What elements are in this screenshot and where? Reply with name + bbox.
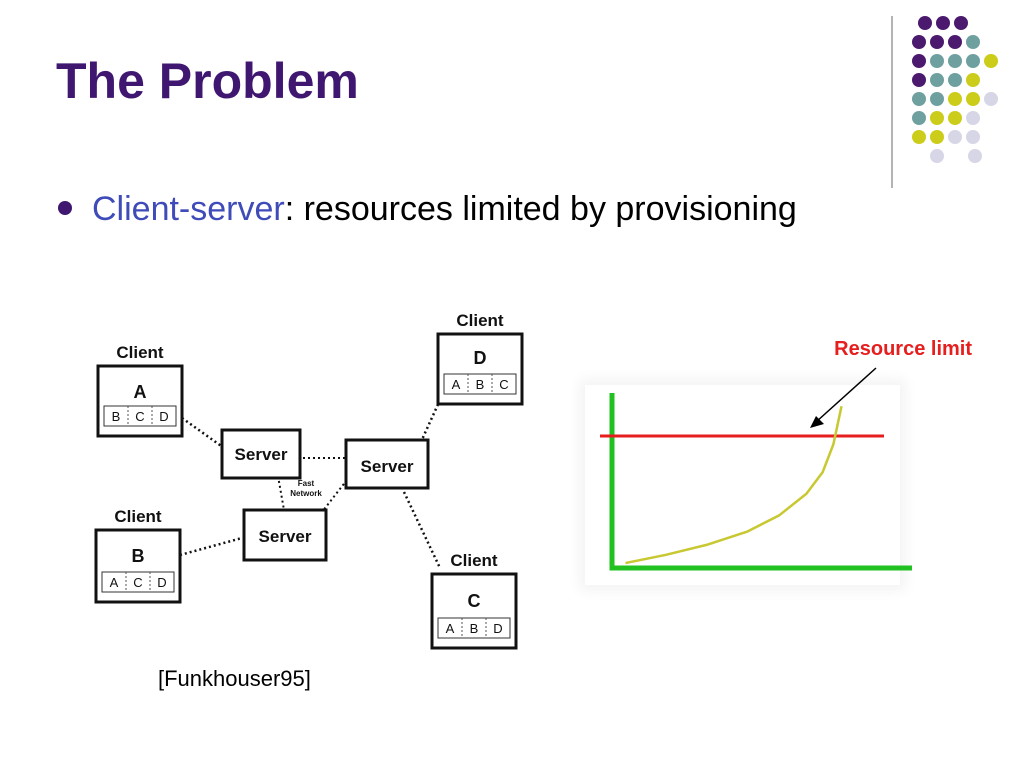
client-d-letter: D	[474, 348, 487, 368]
server-1: Server	[220, 428, 302, 480]
client-d-cell: B	[476, 377, 485, 392]
decorative-dot	[966, 35, 980, 49]
decorative-dot	[966, 92, 980, 106]
decorative-dot	[930, 35, 944, 49]
decorative-dot	[930, 130, 944, 144]
client-c-letter: C	[468, 591, 481, 611]
decorative-dot	[918, 16, 932, 30]
client-a-cell: C	[135, 409, 144, 424]
server-2-label: Server	[361, 457, 414, 476]
decorative-dot	[930, 54, 944, 68]
client-d: Client D A B C	[436, 311, 524, 406]
decorative-dot	[954, 16, 968, 30]
decorative-dot	[912, 92, 926, 106]
client-a: Client A B C D	[96, 343, 184, 438]
annotation-arrow-shaft	[815, 367, 877, 423]
decorative-dot	[948, 111, 962, 125]
decorative-dot	[984, 92, 998, 106]
decorative-dot	[948, 35, 962, 49]
decorative-dot-grid	[900, 8, 1020, 178]
decorative-dot	[912, 73, 926, 87]
decorative-dot	[966, 73, 980, 87]
bullet-term: Client-server	[92, 190, 285, 228]
resource-limit-chart: Resource limit	[600, 338, 972, 571]
client-d-cell: C	[499, 377, 508, 392]
decorative-dot	[948, 92, 962, 106]
decorative-dot	[912, 35, 926, 49]
decorative-dot	[912, 130, 926, 144]
network-label-line1: Fast	[298, 479, 315, 488]
chart-axes	[609, 393, 912, 571]
decorative-dot	[930, 73, 944, 87]
citation-caption: [Funkhouser95]	[158, 666, 311, 691]
client-c: Client C A B D	[430, 551, 518, 650]
client-a-cell: B	[112, 409, 121, 424]
annotation-arrowhead	[810, 416, 824, 428]
decorative-dot	[966, 54, 980, 68]
decorative-dot	[948, 54, 962, 68]
client-c-heading: Client	[450, 551, 498, 570]
decorative-dot	[948, 73, 962, 87]
client-d-cell: A	[452, 377, 461, 392]
link-server-server-left	[277, 475, 285, 511]
decorative-dot	[912, 54, 926, 68]
decorative-dot	[930, 111, 944, 125]
link-client-a-server	[181, 416, 225, 450]
decorative-dot	[966, 130, 980, 144]
client-b-cell: D	[157, 575, 166, 590]
client-c-cell: D	[493, 621, 502, 636]
link-client-c-server	[402, 491, 442, 569]
client-a-cell: D	[159, 409, 168, 424]
client-a-letter: A	[134, 382, 147, 402]
server-1-label: Server	[235, 445, 288, 464]
client-d-heading: Client	[456, 311, 504, 330]
client-server-network-diagram: Client A B C D Client B A C D Client C	[94, 311, 524, 650]
client-b-letter: B	[132, 546, 145, 566]
bullet-icon	[58, 201, 72, 216]
decorative-dot	[936, 16, 950, 30]
decorative-dot	[968, 149, 982, 163]
decorative-dot	[984, 54, 998, 68]
resource-limit-label: Resource limit	[834, 338, 972, 360]
client-b-cell: C	[133, 575, 142, 590]
client-c-cell: B	[470, 621, 479, 636]
server-3-label: Server	[259, 527, 312, 546]
decorative-dot	[930, 149, 944, 163]
client-a-heading: Client	[116, 343, 164, 362]
client-b-cell: A	[110, 575, 119, 590]
slide-title: The Problem	[56, 53, 359, 109]
decorative-dot	[912, 111, 926, 125]
link-client-b-server	[179, 536, 243, 557]
server-2: Server	[344, 438, 430, 490]
decorative-dot	[966, 111, 980, 125]
server-3: Server	[242, 508, 328, 562]
network-label-line2: Network	[290, 489, 322, 498]
bullet-item: Client-server: resources limited by prov…	[58, 190, 797, 229]
client-c-cell: A	[446, 621, 455, 636]
bullet-text: : resources limited by provisioning	[284, 190, 797, 228]
client-b-heading: Client	[114, 507, 162, 526]
chart-background	[585, 385, 900, 585]
client-b: Client B A C D	[94, 507, 182, 604]
decorative-dot	[930, 92, 944, 106]
decorative-dot	[948, 130, 962, 144]
title-divider	[891, 16, 893, 188]
usage-curve	[625, 406, 843, 565]
